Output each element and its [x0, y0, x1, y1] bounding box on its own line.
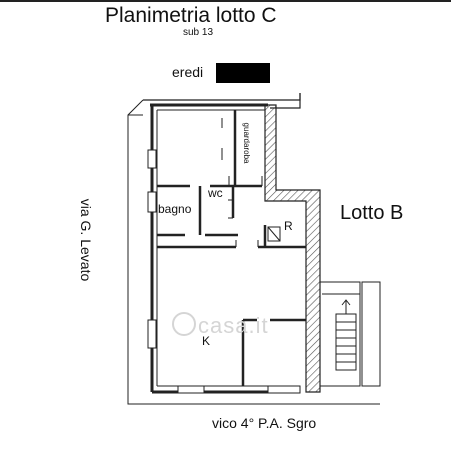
- room-label-r: R: [284, 219, 293, 233]
- top-border-line: [0, 0, 451, 2]
- street-label-bottom: vico 4° P.A. Sgro: [212, 415, 317, 431]
- room-label-guardaroba: guardaroba: [242, 122, 251, 164]
- watermark-icon: [172, 312, 196, 336]
- plan-title: Planimetria lotto C: [105, 4, 277, 27]
- outer-boundary: [127, 99, 380, 405]
- top-balcony: [143, 93, 301, 109]
- interior-partitions: [157, 110, 306, 386]
- shared-wall-hatched: [264, 104, 321, 393]
- watermark-text: casa.it: [198, 313, 269, 338]
- street-label-left: via G. Levato: [78, 198, 94, 282]
- left-windows: [147, 149, 157, 349]
- owner-label: eredi: [172, 64, 204, 80]
- plan-subtitle: sub 13: [183, 27, 214, 38]
- bottom-windows: [177, 385, 301, 394]
- room-label-k: K: [202, 334, 211, 348]
- staircase: [319, 281, 381, 387]
- door-jambs: [221, 118, 263, 247]
- adjacent-lot-label: Lotto B: [340, 202, 404, 224]
- redacted-owner-name: [216, 63, 270, 83]
- shower-tray: [267, 226, 281, 242]
- exterior-walls: [150, 103, 300, 394]
- room-label-bagno: bagno: [158, 202, 192, 216]
- room-label-wc: wc: [208, 186, 223, 200]
